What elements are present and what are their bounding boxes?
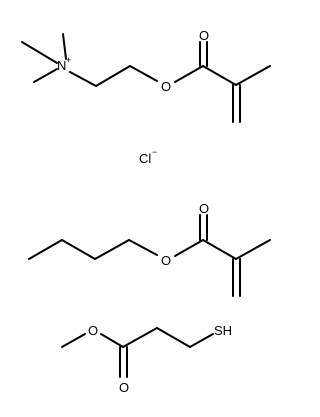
chlorine-charge-label: − (152, 147, 157, 157)
carbonyl-oxygen-label: O (199, 28, 209, 43)
bond-n-methyl-up (62, 33, 67, 60)
bond-ch2-ch2 (95, 65, 131, 87)
nitrogen-atom-label: N (57, 58, 66, 73)
thiol-label: SH (214, 323, 232, 338)
structure-drawing: N + O O Cl − O O (21, 28, 271, 395)
bond-ch2-ch2 (156, 327, 191, 348)
bond-carbonyl-ch2 (122, 327, 158, 348)
molecule-methyl-3-mercaptopropionate: O O SH (61, 323, 232, 395)
carbonyl-oxygen-label: O (119, 380, 129, 395)
bond-methyl-o (61, 333, 86, 348)
bond-butyl-c1-c2 (28, 239, 63, 260)
bond-o-carbonyl-c (100, 333, 124, 348)
bond-o-carbonyl-c (174, 239, 204, 257)
chloride-ion: Cl − (139, 147, 157, 166)
bond-ch2-s (189, 333, 214, 348)
bond-ch2-o (129, 65, 158, 82)
bond-n-ch2 (69, 71, 97, 87)
nitrogen-charge-label: + (66, 55, 71, 65)
ester-oxygen-label: O (161, 253, 171, 268)
structure-canvas: N + O O Cl − O O (21, 28, 271, 395)
chlorine-atom-label: Cl (139, 151, 151, 166)
bond-o-carbonyl-c (174, 65, 204, 83)
bond-carbonyl-alpha-c (202, 65, 237, 86)
bond-butyl-c2-c3 (61, 239, 96, 260)
bond-carbonyl-alpha-c (202, 239, 237, 260)
bond-alpha-methyl (235, 65, 271, 86)
ester-oxygen-label: O (161, 79, 171, 94)
bond-butyl-c3-c4 (94, 239, 130, 260)
carbonyl-oxygen-label: O (199, 201, 209, 216)
bond-n-methyl-down (33, 68, 58, 83)
bond-alpha-methyl (235, 239, 271, 260)
molecule-butyl-methacrylate: O O (28, 201, 271, 297)
bond-butyl-c4-o (128, 239, 158, 256)
ester-oxygen-label: O (88, 323, 98, 338)
molecule-trimethylammonium-ethyl-methacrylate: N + O O (21, 28, 271, 123)
bond-n-methyl-left (21, 41, 58, 64)
